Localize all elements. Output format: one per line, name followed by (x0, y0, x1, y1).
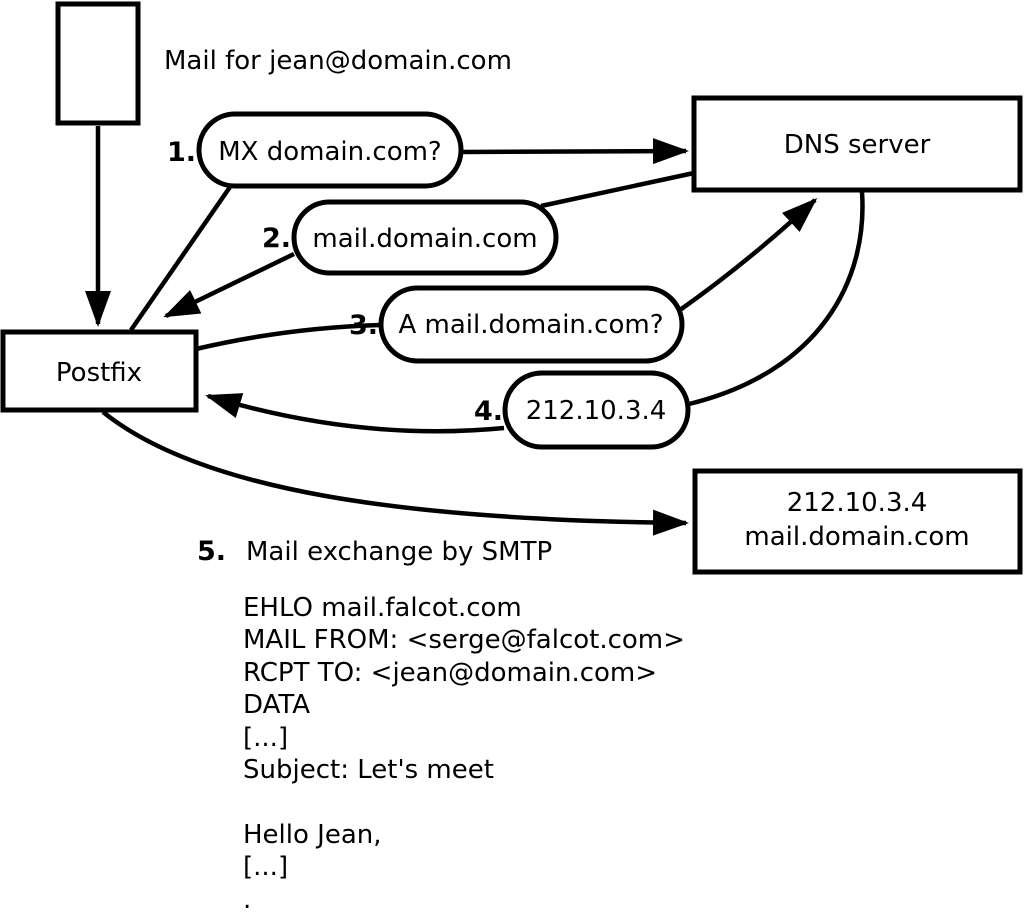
postfix-box (0, 329, 199, 413)
arrow-step1-to-dns (461, 138, 689, 165)
connector-postfix-to-step1 (129, 185, 232, 332)
step1-pill (196, 111, 464, 189)
mail-message-box (55, 1, 141, 126)
step5-label: Mail exchange by SMTP (246, 537, 552, 567)
step4-label: 212.10.3.4 (526, 396, 667, 426)
arrow-step4-to-postfix (205, 393, 505, 434)
arrow-step3-to-dns (678, 197, 818, 312)
step1-label: MX domain.com? (218, 137, 441, 167)
connector-dns-to-step2 (540, 170, 695, 209)
step2-pill (291, 199, 559, 276)
step4-pill (502, 370, 691, 450)
step4-number: 4. (474, 396, 503, 427)
step5-number: 5. (197, 536, 226, 567)
step1-number: 1. (167, 137, 196, 168)
arrow-postfix-to-destination (101, 410, 689, 536)
step3-pill (378, 285, 685, 364)
smtp-transcript: EHLO mail.falcot.com MAIL FROM: <serge@f… (243, 593, 685, 915)
connector-postfix-to-step3 (195, 322, 381, 352)
step2-label: mail.domain.com (312, 224, 537, 254)
destination-ip-label: 212.10.3.4 (787, 488, 928, 518)
connector-dns-to-step4 (688, 191, 865, 407)
destination-host-label: mail.domain.com (744, 522, 969, 552)
step3-number: 3. (349, 310, 378, 341)
destination-box (692, 468, 1023, 575)
step3-label: A mail.domain.com? (399, 310, 664, 340)
dns-server-label: DNS server (784, 130, 931, 160)
step2-number: 2. (262, 223, 291, 254)
diagram-title: Mail for jean@domain.com (164, 46, 512, 76)
arrow-step2-to-postfix (163, 251, 295, 319)
dns-server-box (691, 95, 1023, 193)
postfix-label: Postfix (56, 358, 142, 388)
